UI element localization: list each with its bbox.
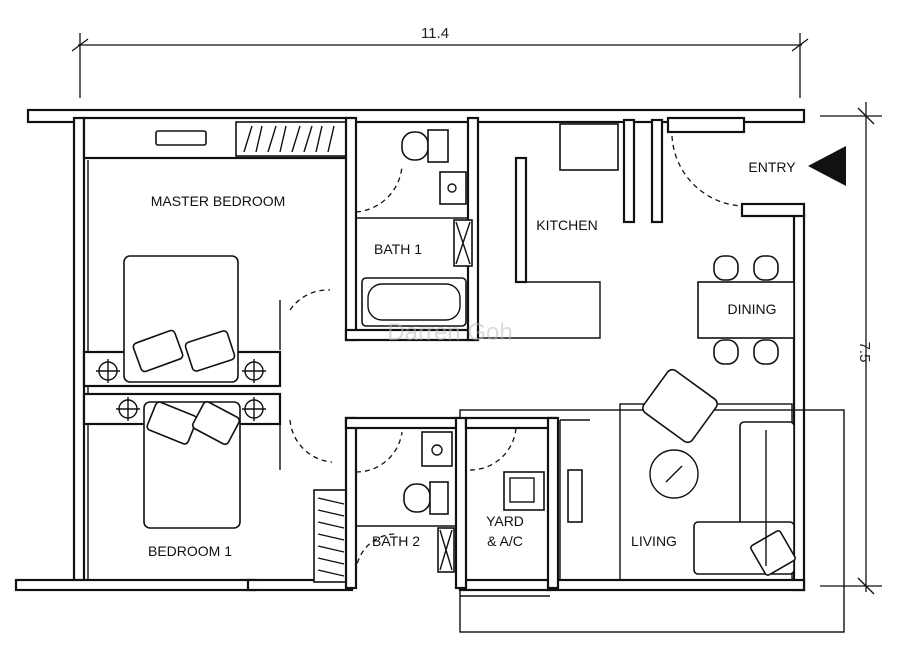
yard-label-line2: & A/C (487, 533, 523, 549)
entry-label: ENTRY (748, 159, 796, 175)
height-dimension-label: 7.5 (856, 342, 873, 363)
kitchen-area (478, 118, 664, 339)
bath2-label: BATH 2 (372, 533, 420, 549)
entry-arrow-icon (808, 146, 846, 186)
bath1-area (344, 116, 480, 342)
dimension-height (820, 102, 882, 595)
dimension-width (71, 33, 809, 98)
master-bedroom-area (82, 116, 352, 426)
bedroom1-area (116, 397, 349, 583)
living-label: LIVING (631, 533, 677, 549)
master-bedroom-label: MASTER BEDROOM (151, 193, 286, 209)
yard-label-line1: YARD (486, 513, 524, 529)
entry-area (666, 116, 846, 218)
bath2-area (344, 416, 468, 590)
dining-area (697, 255, 795, 365)
width-dimension-label: 11.4 (421, 25, 449, 42)
kitchen-label: KITCHEN (536, 217, 597, 233)
bath1-label: BATH 1 (374, 241, 422, 257)
living-area (559, 368, 796, 581)
yard-area (464, 416, 560, 590)
watermark: Darren Goh (387, 319, 512, 346)
dining-label: DINING (728, 301, 777, 317)
bedroom1-label: BEDROOM 1 (148, 543, 232, 559)
